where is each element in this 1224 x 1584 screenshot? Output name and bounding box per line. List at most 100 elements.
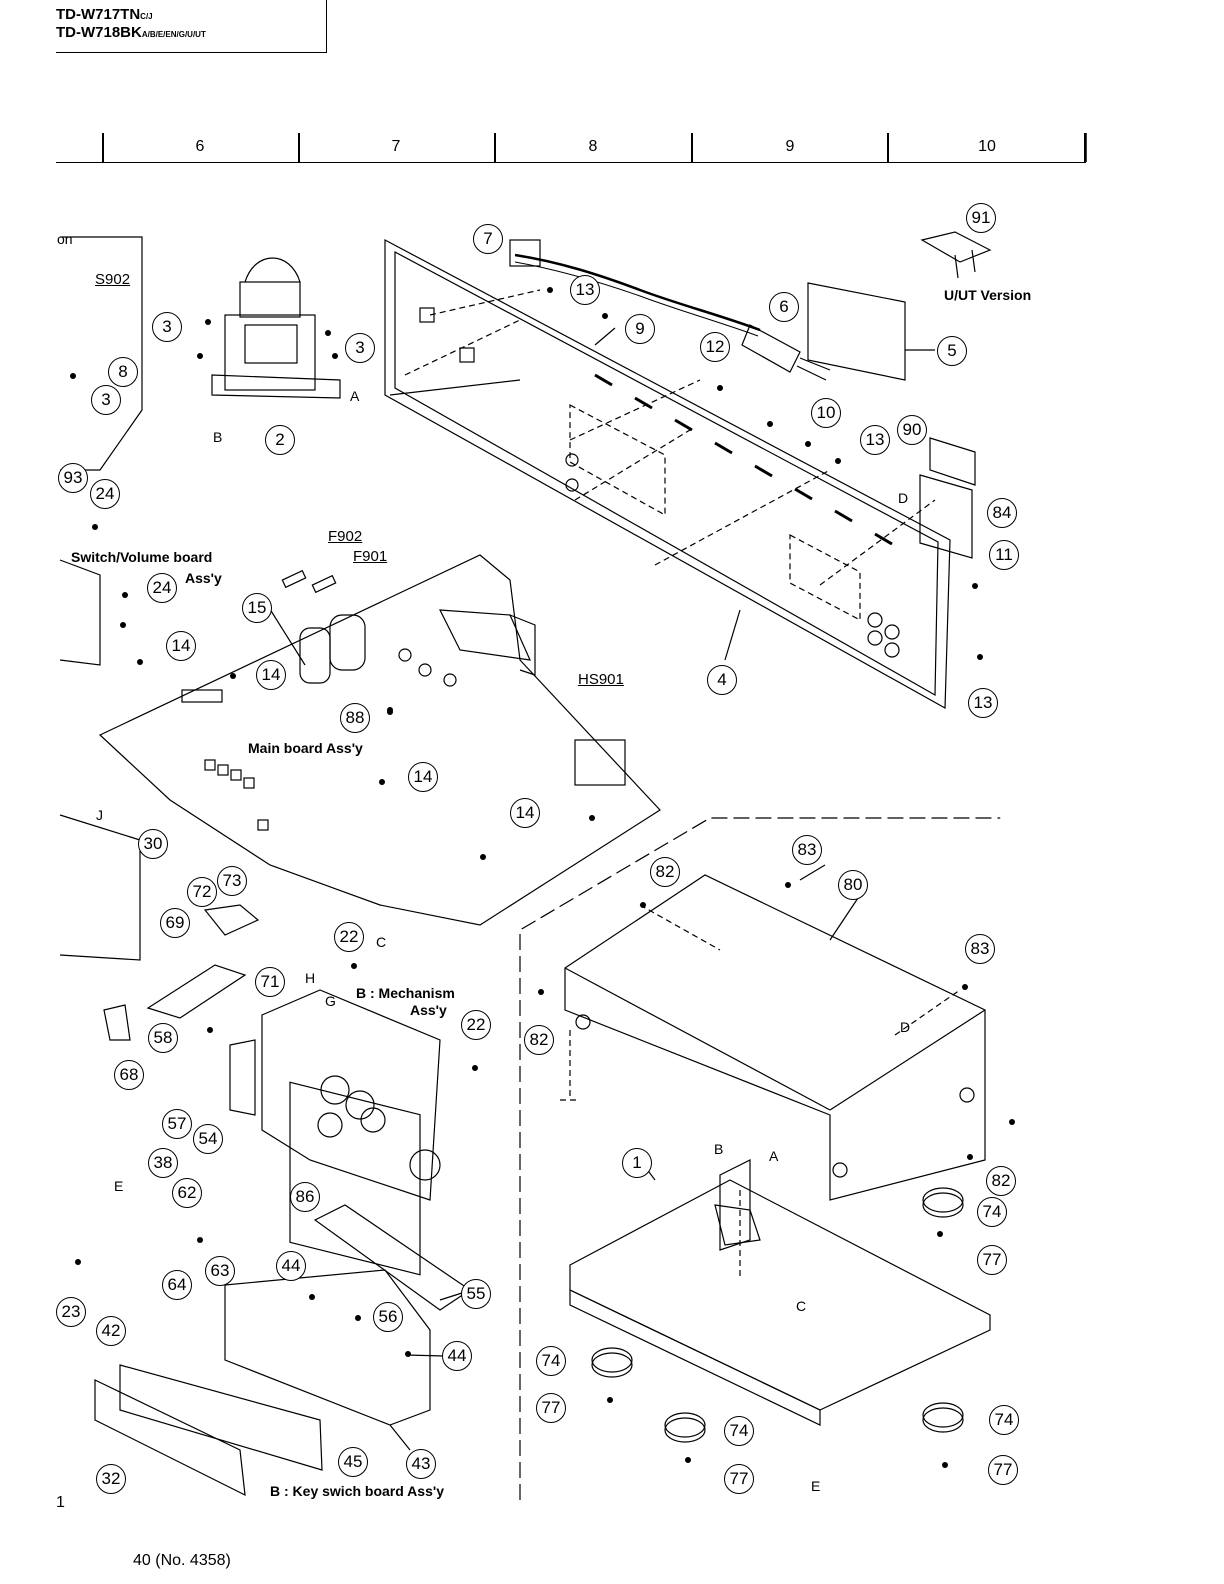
callout-55: 55	[461, 1279, 491, 1309]
callout-63: 63	[205, 1256, 235, 1286]
callout-83: 83	[792, 835, 822, 865]
callout-74: 74	[724, 1416, 754, 1446]
letter-d2-label: D	[900, 1019, 911, 1035]
letter-c2-label: C	[796, 1298, 807, 1314]
callout-14: 14	[408, 762, 438, 792]
callout-74: 74	[536, 1346, 566, 1376]
letter-g-label: G	[325, 993, 336, 1009]
mechanism-label-2: Ass'y	[410, 1002, 447, 1018]
callout-14: 14	[256, 660, 286, 690]
callout-62: 62	[172, 1178, 202, 1208]
callout-38: 38	[148, 1148, 178, 1178]
callout-42: 42	[96, 1316, 126, 1346]
model-box	[56, 0, 327, 53]
callout-86: 86	[290, 1182, 320, 1212]
callout-13: 13	[968, 688, 998, 718]
letter-b-label: B	[213, 429, 223, 445]
callout-58: 58	[148, 1023, 178, 1053]
grid-col-8: 8	[588, 138, 598, 155]
grid-col-7: 7	[391, 138, 401, 155]
callout-82: 82	[986, 1166, 1016, 1196]
callout-71: 71	[255, 967, 285, 997]
callout-22: 22	[334, 922, 364, 952]
callout-82: 82	[650, 857, 680, 887]
callout-11: 11	[989, 540, 1019, 570]
callout-23: 23	[56, 1297, 86, 1327]
callout-24: 24	[90, 479, 120, 509]
letter-h-label: H	[305, 970, 316, 986]
callout-56: 56	[373, 1302, 403, 1332]
f901-label: F901	[353, 548, 388, 565]
letter-d-label: D	[898, 490, 909, 506]
callout-4: 4	[707, 665, 737, 695]
callout-7: 7	[473, 224, 503, 254]
page-number: 40 (No. 4358)	[133, 1552, 231, 1569]
letter-e-label: E	[114, 1178, 124, 1194]
callout-88: 88	[340, 703, 370, 733]
f902-label: F902	[328, 528, 363, 545]
main-board-label: Main board Ass'y	[248, 740, 363, 756]
callout-14: 14	[166, 631, 196, 661]
key-switch-board-label: B : Key swich board Ass'y	[270, 1483, 444, 1499]
switch-volume-board-label-2: Ass'y	[185, 570, 222, 586]
callout-57: 57	[162, 1109, 192, 1139]
callout-77: 77	[988, 1455, 1018, 1485]
grid-divider	[1084, 133, 1086, 162]
callout-93: 93	[58, 463, 88, 493]
callout-82: 82	[524, 1025, 554, 1055]
letter-a2-label: A	[769, 1148, 779, 1164]
callout-72: 72	[187, 877, 217, 907]
callout-32: 32	[96, 1464, 126, 1494]
letter-b2-label: B	[714, 1141, 724, 1157]
grid-divider	[887, 133, 889, 162]
callout-45: 45	[338, 1447, 368, 1477]
callout-77: 77	[536, 1393, 566, 1423]
s902-label: S902	[95, 271, 131, 288]
callout-77: 77	[724, 1464, 754, 1494]
model-line-2: TD-W718BKA/B/E/EN/G/U/UT	[56, 24, 206, 41]
callout-13: 13	[860, 425, 890, 455]
grid-divider	[691, 133, 693, 162]
letter-c-label: C	[376, 934, 387, 950]
callout-54: 54	[193, 1124, 223, 1154]
callout-30: 30	[138, 829, 168, 859]
on-fragment-label: on	[57, 231, 73, 247]
letter-e2-label: E	[811, 1478, 821, 1494]
callout-9: 9	[625, 314, 655, 344]
callout-80: 80	[838, 870, 868, 900]
callout-24: 24	[147, 573, 177, 603]
callout-3: 3	[345, 333, 375, 363]
callout-83: 83	[965, 934, 995, 964]
u-ut-version-label: U/UT Version	[944, 287, 1032, 303]
callout-3: 3	[152, 312, 182, 342]
grid-divider	[102, 133, 104, 162]
callout-10: 10	[811, 398, 841, 428]
rear-panel-outline	[384, 239, 951, 710]
callout-3: 3	[91, 385, 121, 415]
callout-44: 44	[276, 1251, 306, 1281]
grid-column-bar	[56, 133, 1086, 163]
callout-73: 73	[217, 866, 247, 896]
callout-91: 91	[966, 203, 996, 233]
callout-43: 43	[406, 1449, 436, 1479]
grid-divider	[494, 133, 496, 162]
left-edge-number: 1	[56, 1494, 65, 1511]
model-line-1: TD-W717TNC/J	[56, 6, 153, 23]
callout-8: 8	[108, 357, 138, 387]
callout-84: 84	[987, 498, 1017, 528]
switch-volume-board-label: Switch/Volume board	[71, 549, 213, 565]
callout-64: 64	[162, 1270, 192, 1300]
callout-74: 74	[989, 1405, 1019, 1435]
callout-1: 1	[622, 1148, 652, 1178]
callout-13: 13	[570, 275, 600, 305]
callout-77: 77	[977, 1245, 1007, 1275]
callout-68: 68	[114, 1060, 144, 1090]
callout-74: 74	[977, 1197, 1007, 1227]
grid-col-6: 6	[195, 138, 205, 155]
letter-j-label: J	[96, 807, 103, 823]
hs901-label: HS901	[578, 671, 624, 688]
mechanism-label: B : Mechanism	[356, 985, 455, 1001]
grid-col-10: 10	[978, 138, 996, 155]
callout-2: 2	[265, 425, 295, 455]
